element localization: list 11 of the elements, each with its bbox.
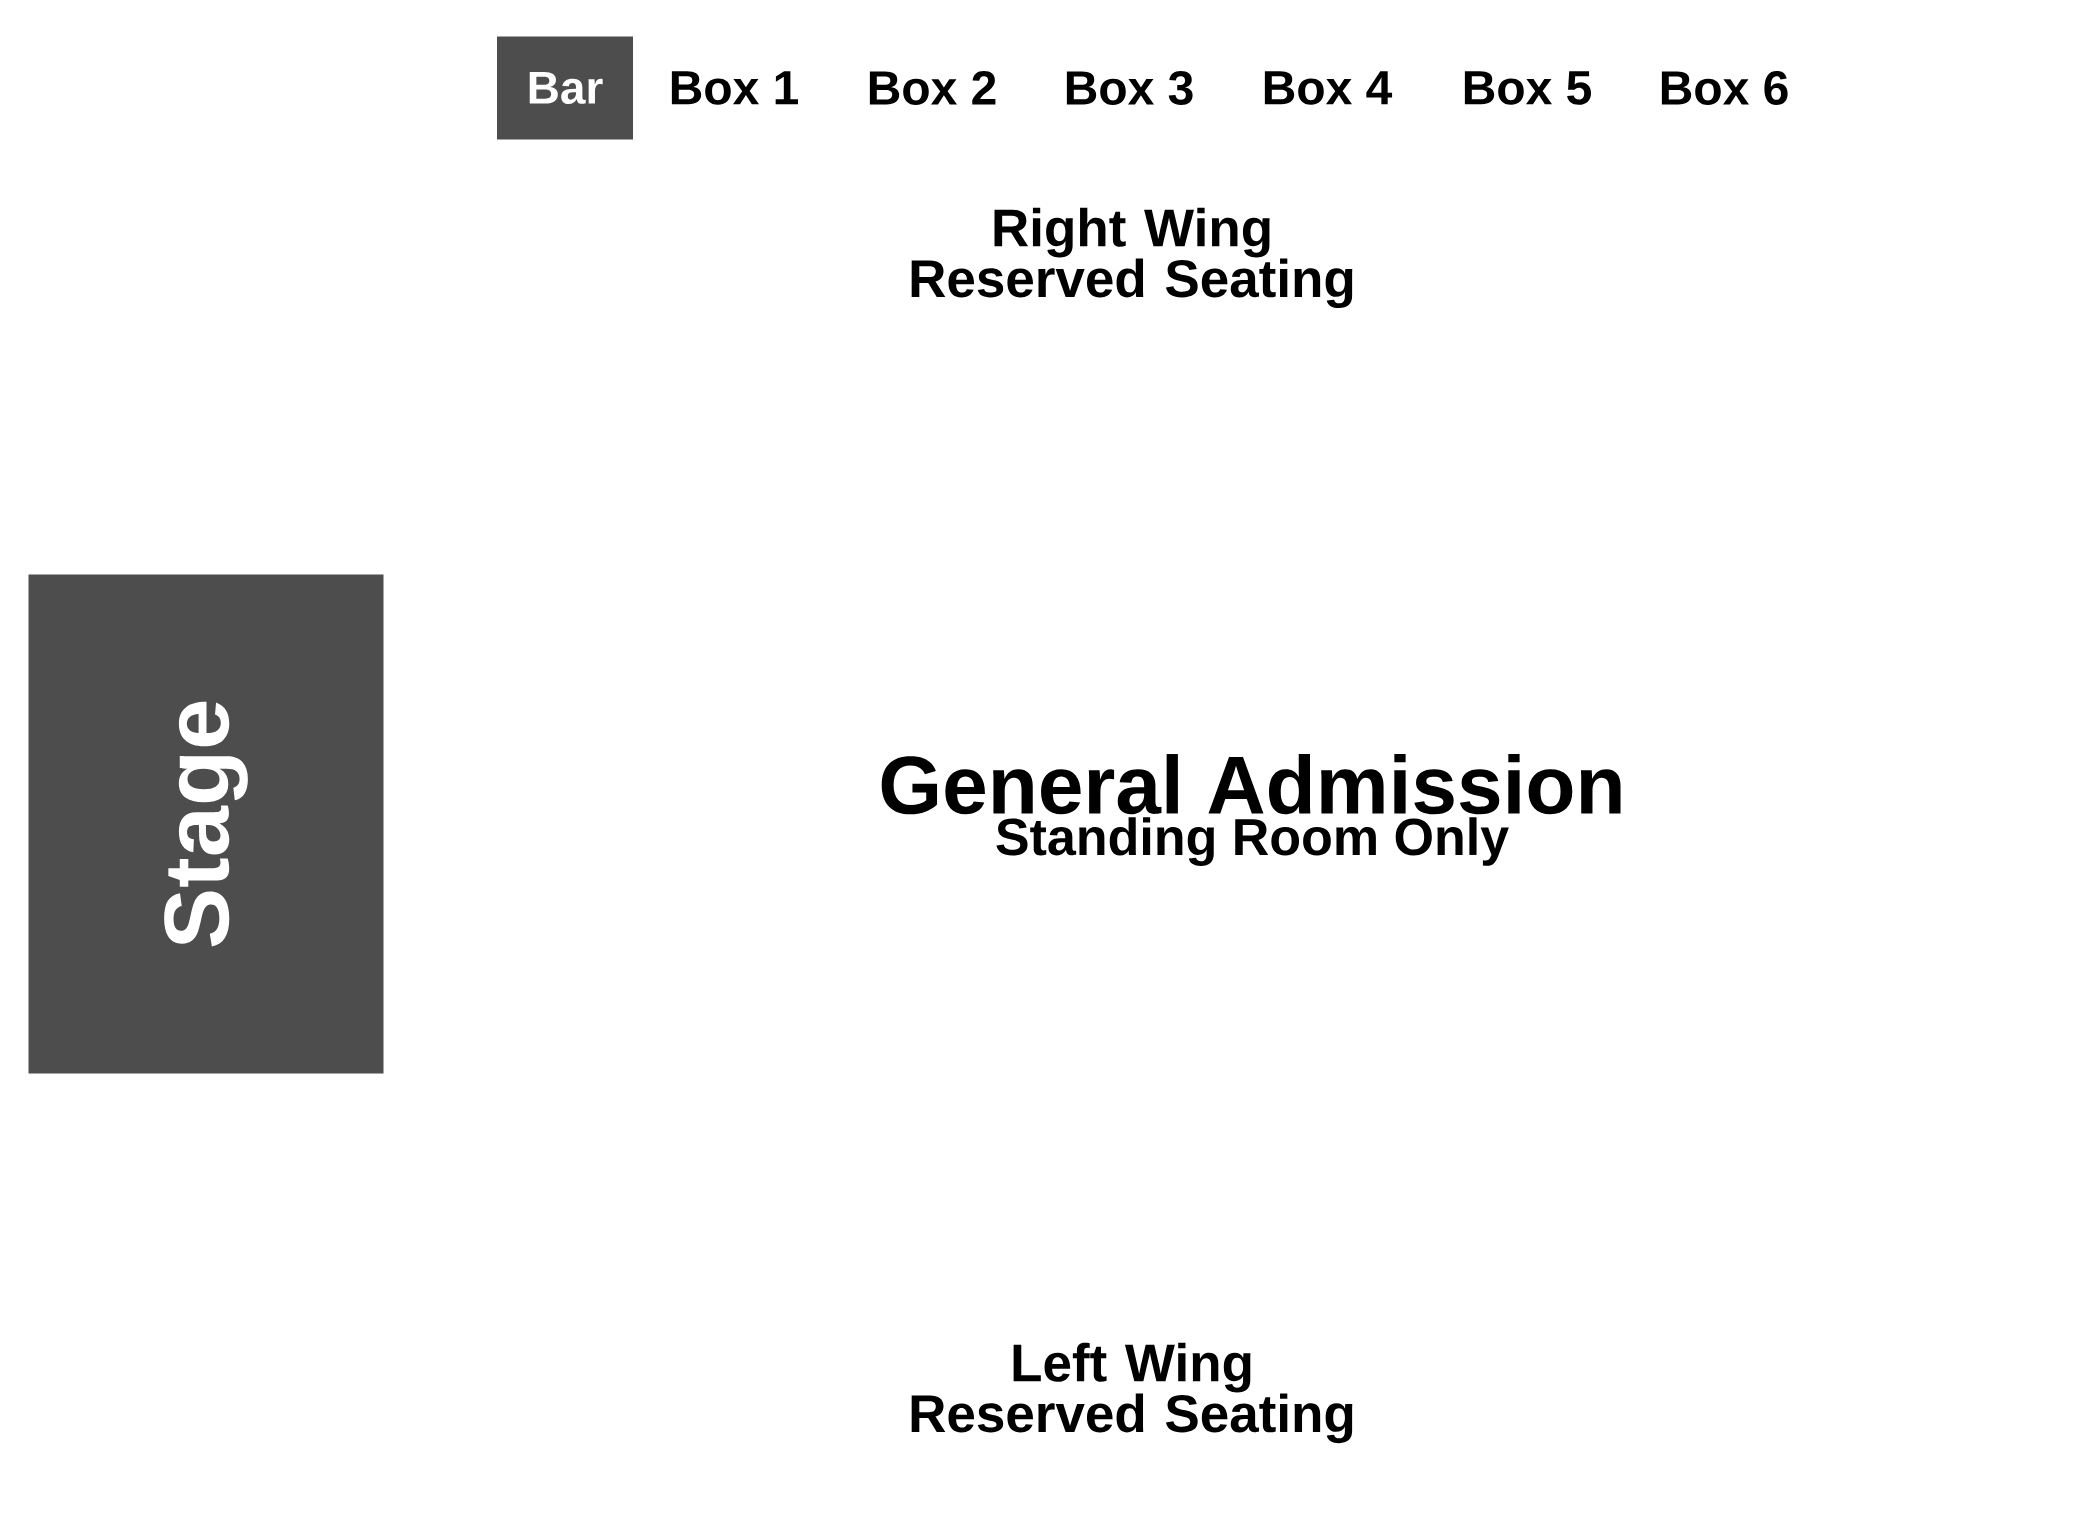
bar-box: Bar bbox=[497, 36, 633, 140]
general-admission-label: General Admission Standing Room Only bbox=[881, 754, 1621, 866]
box-label: Box 1 bbox=[671, 71, 798, 105]
stage-box: Stage bbox=[28, 574, 384, 1074]
box-label: Box 2 bbox=[869, 71, 996, 105]
seating-area-label: Right Wing Reserved Seating bbox=[911, 207, 1353, 309]
box-label: Box 4 bbox=[1264, 71, 1393, 105]
box-label: Box 5 bbox=[1464, 71, 1591, 105]
box-label: Box 6 bbox=[1661, 71, 1788, 105]
box-label: Box 3 bbox=[1066, 70, 1193, 105]
seating-area-label: Left Wing Reserved Seating bbox=[911, 1342, 1353, 1444]
